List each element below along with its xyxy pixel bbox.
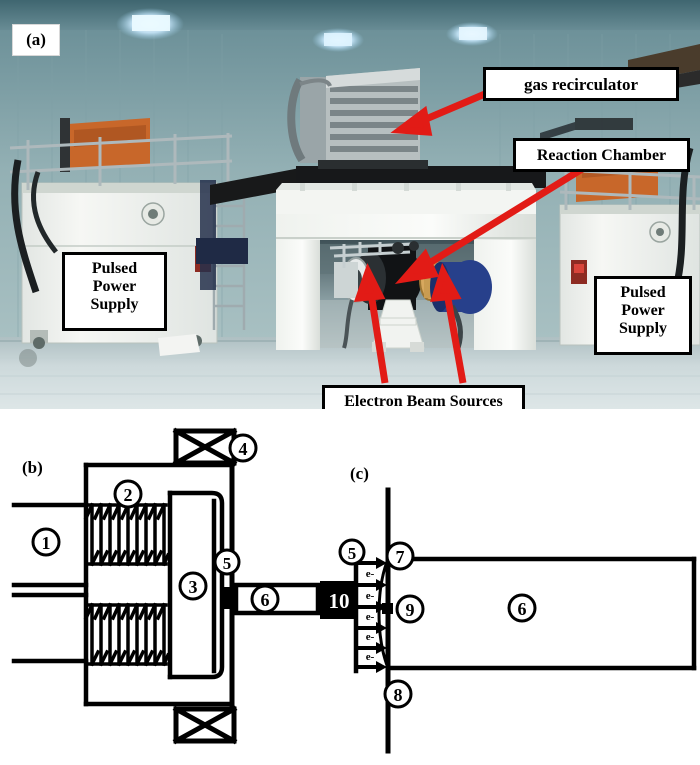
callout-number: 6 (261, 590, 270, 610)
callout-reaction-chamber: Reaction Chamber (513, 138, 690, 172)
panel-label-c: (c) (350, 464, 369, 483)
gas-recirculator-unit (287, 68, 428, 169)
electron-beam-arrowheads (376, 557, 387, 673)
callout-c-5: 5 (338, 538, 366, 566)
schematic-drawings: 1 2 3 4 5 (11, 427, 697, 754)
foil-window-5 (220, 573, 230, 621)
panel-label-b: (b) (22, 458, 43, 477)
panel-bc-schematics: (b) (c) (0, 409, 700, 765)
callout-number: 5 (348, 544, 357, 563)
callout-line: Supply (618, 319, 668, 337)
panel-a-photograph: (a) gas recirculator Reaction Chamber Pu… (0, 0, 700, 409)
callout-electron-beam-sources: Electron Beam Sources (322, 385, 525, 409)
callout-gas-recirculator: gas recirculator (483, 67, 679, 101)
callout-c-7: 7 (385, 541, 415, 571)
callout-c-9: 9 (395, 594, 425, 624)
callout-b-4: 4 (228, 433, 258, 463)
callout-arrows (353, 87, 589, 384)
chamber-duct-6 (233, 582, 321, 616)
electron-label: e- (366, 651, 375, 663)
electron-label: e- (366, 631, 375, 643)
magnet-coil-bottom-4 (172, 705, 238, 745)
electron-label: e- (366, 568, 375, 580)
callout-number: 6 (518, 599, 527, 619)
callout-c-8: 8 (383, 679, 413, 709)
callout-line: Power (92, 277, 137, 295)
callout-b-1: 1 (31, 527, 61, 557)
callout-number: 1 (42, 533, 51, 553)
callout-number: 7 (396, 547, 405, 567)
source-housing (83, 462, 235, 707)
callout-number: 4 (239, 439, 248, 459)
callout-line: Supply (90, 295, 139, 313)
callout-number: 8 (394, 685, 403, 705)
railing-left (9, 133, 233, 190)
electron-species-labels: e- e- e- e- e- (366, 568, 375, 663)
reaction-chamber-body-6 (385, 556, 697, 671)
callout-number: 9 (406, 600, 415, 620)
magnet-coil-top-4 (172, 427, 238, 467)
callout-c-6: 6 (507, 593, 537, 623)
callout-b-5: 5 (213, 548, 241, 576)
electron-gun-block-10 (320, 581, 358, 619)
callout-pulsed-power-supply-left: Pulsed Power Supply (62, 252, 167, 331)
panel-label-a: (a) (12, 24, 60, 56)
callout-b-2: 2 (113, 479, 143, 509)
callout-pulsed-power-supply-right: Pulsed Power Supply (594, 276, 692, 355)
bellows-upper-2 (83, 502, 171, 567)
callout-b-6: 6 (250, 584, 280, 614)
callout-number: 5 (223, 554, 232, 573)
callout-line: Power (621, 301, 665, 319)
numbered-callouts: 1 2 3 4 5 (31, 433, 537, 709)
callout-number: 2 (124, 485, 133, 505)
panel-b-drawing (11, 427, 321, 745)
callout-line: Pulsed (620, 284, 666, 301)
bellows-lower-2 (83, 602, 171, 667)
entrance-foil-7 (377, 557, 390, 670)
feed-lines-1 (11, 502, 89, 664)
callout-b-3: 3 (178, 571, 208, 601)
electron-label: e- (366, 611, 375, 623)
ceiling-lights (116, 8, 498, 52)
electron-label: e- (366, 590, 375, 602)
callout-number: 3 (189, 577, 198, 597)
callout-c-10: 10 (329, 589, 350, 613)
foil-support-9 (382, 603, 393, 614)
callout-line: Pulsed (91, 260, 138, 277)
